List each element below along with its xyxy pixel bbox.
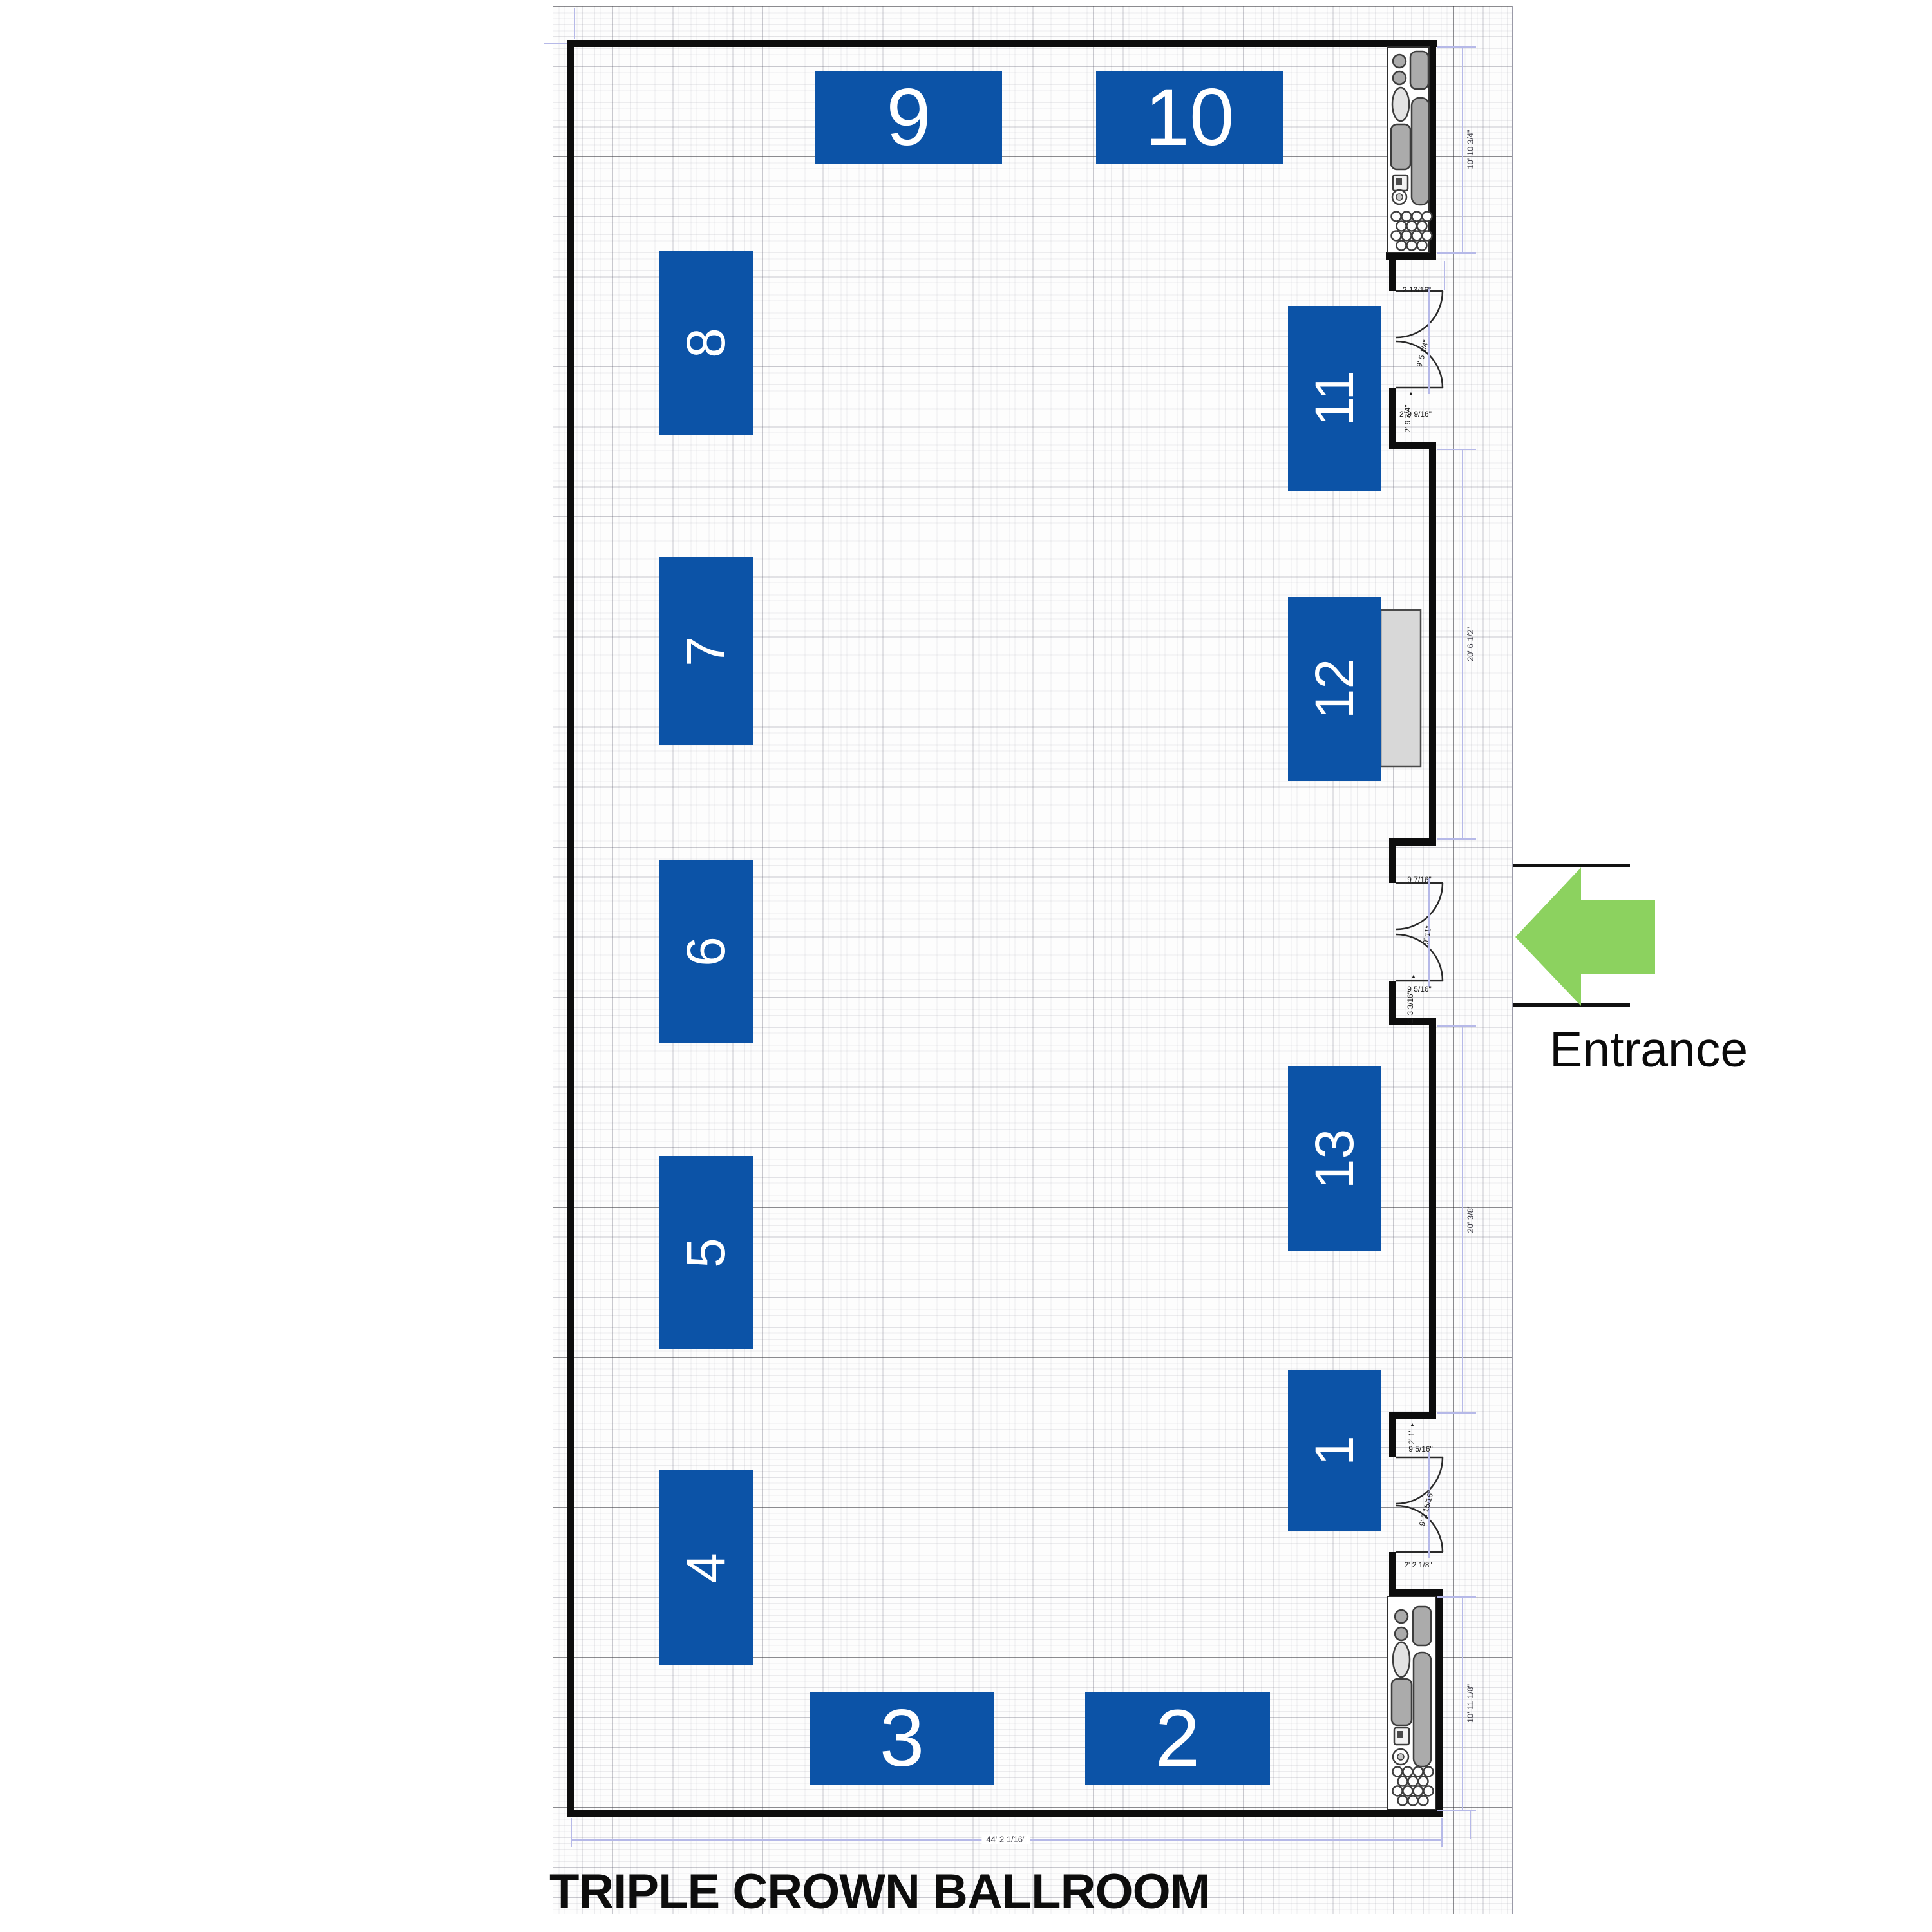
booth-11: 11	[1288, 306, 1381, 491]
measurement-label: 9 5/16"	[1408, 1444, 1433, 1454]
chair-cluster-icon	[1390, 211, 1434, 1806]
booth-1: 1	[1288, 1370, 1381, 1531]
booth-3: 3	[810, 1692, 994, 1785]
booth-2: 2	[1085, 1692, 1270, 1785]
measurement-label: ▲	[1410, 973, 1417, 980]
room-title: TRIPLE CROWN BALLROOM	[549, 1864, 1211, 1919]
booth-8: 8	[659, 251, 753, 435]
measurement-label: 2' 9 3/4"	[1403, 404, 1412, 433]
measurement-label: 2' 1"	[1407, 1429, 1416, 1444]
extension-line	[574, 8, 575, 39]
service-fixtures-icon	[1390, 50, 1430, 206]
dimension-tick	[1437, 1025, 1476, 1027]
dimension-tick	[1437, 449, 1476, 450]
measurement-label: 9 7/16"	[1407, 875, 1432, 884]
extension-line	[1470, 1811, 1471, 1839]
dimension-tick	[1437, 1810, 1476, 1811]
booth-7: 7	[659, 557, 753, 745]
booth-4: 4	[659, 1470, 753, 1665]
measurement-label: 2 13/16"	[1402, 285, 1432, 294]
dimension-tick	[1437, 1412, 1476, 1414]
south-door-swing-icon	[1396, 1456, 1444, 1553]
booth-10: 10	[1096, 71, 1283, 164]
dimension-tick	[1437, 838, 1476, 840]
entrance-marker	[1513, 864, 1655, 1007]
booth-number: 11	[1303, 370, 1365, 427]
booth-number: 13	[1304, 1128, 1365, 1189]
dimension-tick	[1437, 46, 1476, 48]
booth-6: 6	[659, 860, 753, 1043]
dimension-line	[1462, 1025, 1463, 1412]
measurement-label: 2' 2 1/8"	[1404, 1560, 1432, 1569]
measurement-label: ▲	[1409, 1421, 1416, 1428]
measurement-label: 1' 3 3/16"	[1406, 991, 1415, 1023]
booth-number: 12	[1304, 658, 1365, 719]
booth-5: 5	[659, 1156, 753, 1349]
extension-line	[544, 43, 567, 44]
dimension-tick	[571, 1818, 572, 1847]
dimension-text: 10' 10 3/4"	[1465, 129, 1475, 169]
booth-12: 12	[1288, 597, 1381, 781]
dimension-text: 44' 2 1/16"	[981, 1834, 1030, 1844]
booth-number: 6	[676, 936, 736, 967]
booth-9: 9	[815, 71, 1002, 164]
dimension-line	[1462, 449, 1463, 838]
measurement-label: 9 5/16"	[1407, 985, 1432, 994]
extension-line	[1428, 1452, 1430, 1558]
extension-line	[1444, 261, 1445, 290]
booth-number: 2	[1155, 1693, 1200, 1783]
stage	[1379, 609, 1422, 768]
dimension-text: 20' 3/8"	[1465, 1204, 1475, 1233]
measurement-label: ▲	[1408, 390, 1414, 397]
entrance-boundary-line-bottom	[1513, 1003, 1630, 1007]
dimension-line	[1462, 1596, 1463, 1810]
booth-number: 4	[676, 1552, 736, 1583]
booth-number: 10	[1144, 73, 1235, 162]
room-walls	[567, 40, 1443, 1817]
entrance-label: Entrance	[1549, 1022, 1748, 1077]
booth-number: 3	[879, 1693, 925, 1783]
entrance-boundary-line-top	[1513, 864, 1630, 867]
booth-number: 9	[886, 73, 931, 162]
dimension-text: 20' 6 1/2"	[1465, 626, 1475, 661]
north-door-swing-icon	[1396, 290, 1444, 389]
booth-13: 13	[1288, 1066, 1381, 1251]
dimension-line	[1462, 46, 1463, 252]
dimension-tick	[1437, 1596, 1476, 1598]
booth-number: 5	[676, 1237, 736, 1268]
booth-number: 7	[676, 636, 736, 667]
measurement-label: 2' 9 9/16"	[1399, 410, 1432, 419]
service-fixtures-icon	[1390, 1605, 1432, 1768]
dimension-tick	[1441, 1818, 1443, 1847]
entrance-arrow-icon	[1515, 867, 1655, 1006]
extension-line	[1428, 878, 1430, 987]
dimension-text: 10' 11 1/8"	[1465, 1683, 1475, 1723]
booth-number: 8	[676, 328, 736, 358]
extension-line	[1428, 287, 1430, 394]
entrance-door-swing-icon	[1396, 882, 1444, 982]
booth-number: 1	[1304, 1435, 1365, 1466]
dimension-tick	[1437, 252, 1476, 254]
